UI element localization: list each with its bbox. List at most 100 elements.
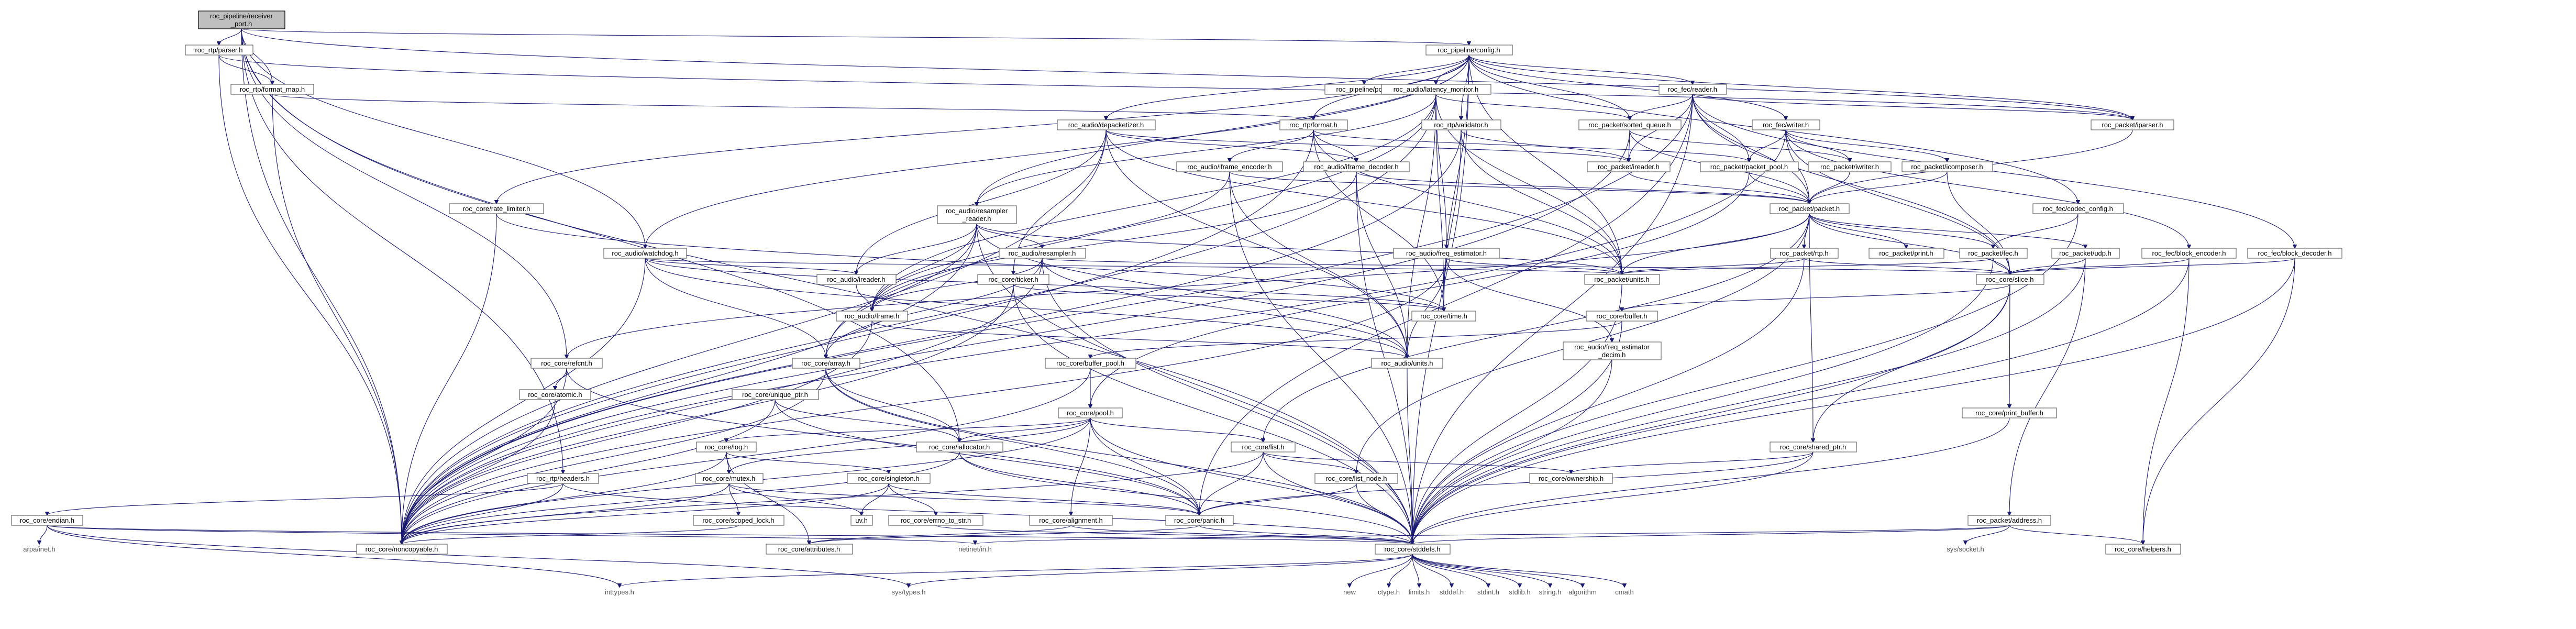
node-label: cmath [1615, 588, 1633, 596]
node-roc-core-helpers-h[interactable]: roc_core/helpers.h [2105, 544, 2181, 555]
node-roc-audio-resampler-reader-h[interactable]: roc_audio/resampler_reader.h [937, 205, 1017, 224]
edge-roc-core-pool-h-to-roc-core-stddefs-h [1090, 417, 1412, 544]
node-box [1770, 248, 1839, 259]
node-roc-audio-resampler-h[interactable]: roc_audio/resampler.h [999, 248, 1086, 259]
node-roc-core-buffer-h[interactable]: roc_core/buffer.h [1586, 311, 1658, 322]
node-roc-audio-ireader-h[interactable]: roc_audio/ireader.h [816, 274, 897, 285]
node-roc-audio-freq-estimator-h[interactable]: roc_audio/freq_estimator.h [1393, 248, 1500, 259]
node-roc-audio-iframe-decoder-h[interactable]: roc_audio/iframe_decoder.h [1303, 161, 1410, 172]
node-roc-core-panic-h[interactable]: roc_core/panic.h [1165, 515, 1234, 526]
edge-roc-fec-reader-h-to-roc-fec-block-decoder-h [1692, 94, 2295, 248]
node-roc-core-pool-h[interactable]: roc_core/pool.h [1058, 407, 1123, 418]
node-label: _port.h [230, 20, 252, 28]
node-roc-audio-depacketizer-h[interactable]: roc_audio/depacketizer.h [1057, 119, 1156, 130]
node-label: netinet/in.h [958, 545, 992, 553]
edge-roc-audio-resampler-h-to-roc-core-noncopyable-h [402, 258, 1043, 544]
node-roc-core-singleton-h[interactable]: roc_core/singleton.h [847, 473, 931, 484]
node-roc-audio-freq-estimator-decim-h[interactable]: roc_audio/freq_estimator_decim.h [1563, 341, 1662, 360]
node-roc-packet-iwriter-h[interactable]: roc_packet/iwriter.h [1808, 161, 1892, 172]
node-roc-packet-address-h[interactable]: roc_packet/address.h [1967, 515, 2051, 526]
edge-roc-packet-packet-h-to-roc-packet-units-h [1622, 213, 1810, 274]
node-roc-rtp-format-h[interactable]: roc_rtp/format.h [1279, 119, 1348, 130]
node-roc-rtp-parser-h[interactable]: roc_rtp/parser.h [185, 45, 253, 56]
node-box [2105, 544, 2181, 555]
node-roc-packet-icomposer-h[interactable]: roc_packet/icomposer.h [1901, 161, 1993, 172]
node-roc-core-errno-to-str-h[interactable]: roc_core/errno_to_str.h [888, 515, 983, 526]
node-roc-core-noncopyable-h[interactable]: roc_core/noncopyable.h [356, 544, 448, 555]
file-nodes: roc_pipeline/receiver_port.h roc_rtp/pars… [11, 10, 2342, 596]
node-roc-packet-fec-h[interactable]: roc_packet/fec.h [1959, 248, 2028, 259]
node-roc-fec-writer-h[interactable]: roc_fec/writer.h [1752, 119, 1820, 130]
node-roc-core-print-buffer-h[interactable]: roc_core/print_buffer.h [1962, 407, 2057, 418]
node-roc-packet-rtp-h[interactable]: roc_packet/rtp.h [1770, 248, 1839, 259]
node-roc-packet-ireader-h[interactable]: roc_packet/ireader.h [1587, 161, 1671, 172]
node-label: roc_audio/freq_estimator.h [1406, 249, 1487, 257]
edge-roc-packet-udp-h-to-roc-packet-address-h [2009, 258, 2086, 515]
node-roc-core-ticker-h[interactable]: roc_core/ticker.h [977, 274, 1049, 285]
node-roc-core-buffer-pool-h[interactable]: roc_core/buffer_pool.h [1045, 358, 1136, 369]
node-box [1411, 311, 1476, 322]
node-roc-fec-codec-config-h[interactable]: roc_fec/codec_config.h [2032, 203, 2124, 214]
node-roc-core-alignment-h[interactable]: roc_core/alignment.h [1029, 515, 1113, 526]
node-roc-core-shared-ptr-h[interactable]: roc_core/shared_ptr.h [1770, 442, 1857, 453]
edge-roc-rtp-format-h-to-roc-packet-units-h [1313, 129, 1622, 274]
node-roc-audio-watchdog-h[interactable]: roc_audio/watchdog.h [603, 248, 687, 259]
node-roc-rtp-validator-h[interactable]: roc_rtp/validator.h [1421, 119, 1501, 130]
node-roc-core-ownership-h[interactable]: roc_core/ownership.h [1529, 473, 1613, 484]
node-roc-rtp-headers-h[interactable]: roc_rtp/headers.h [527, 473, 599, 484]
node-roc-core-refcnt-h[interactable]: roc_core/refcnt.h [530, 358, 603, 369]
node-roc-core-slice-h[interactable]: roc_core/slice.h [1976, 274, 2044, 285]
node-roc-core-endian-h[interactable]: roc_core/endian.h [11, 515, 83, 526]
node-roc-core-scoped-lock-h[interactable]: roc_core/scoped_lock.h [693, 515, 784, 526]
node-roc-rtp-format-map-h[interactable]: roc_rtp/format_map.h [230, 84, 314, 95]
node-roc-core-list-node-h[interactable]: roc_core/list_node.h [1314, 473, 1398, 484]
node-label: roc_core/time.h [1420, 312, 1467, 320]
node-roc-core-iallocator-h[interactable]: roc_core/iallocator.h [916, 442, 1003, 453]
node-roc-audio-units-h[interactable]: roc_audio/units.h [1371, 358, 1443, 369]
edge-roc-rtp-validator-h-to-roc-core-time-h [1444, 129, 1462, 311]
node-roc-core-atomic-h[interactable]: roc_core/atomic.h [519, 389, 591, 400]
edge-roc-core-log-h-to-roc-core-noncopyable-h [402, 451, 727, 544]
edge-roc-core-refcnt-h-to-roc-core-noncopyable-h [402, 368, 567, 544]
node-label: roc_core/ticker.h [988, 275, 1038, 283]
node-roc-pipeline-receiver-port-h[interactable]: roc_pipeline/receiver_port.h [198, 10, 285, 29]
node-roc-core-attributes-h[interactable]: roc_core/attributes.h [766, 544, 853, 555]
node-stdint-h: stdint.h [1477, 588, 1499, 596]
edge-roc-core-iallocator-h-to-roc-core-noncopyable-h [402, 451, 960, 544]
node-roc-pipeline-config-h[interactable]: roc_pipeline/config.h [1425, 45, 1513, 56]
node-roc-core-time-h[interactable]: roc_core/time.h [1411, 311, 1476, 322]
edge-roc-rtp-parser-h-to-roc-core-noncopyable-h [218, 54, 402, 544]
node-roc-audio-iframe-encoder-h[interactable]: roc_audio/iframe_encoder.h [1176, 161, 1283, 172]
node-roc-core-rate-limiter-h[interactable]: roc_core/rate_limiter.h [449, 203, 544, 214]
node-roc-packet-packet-h[interactable]: roc_packet/packet.h [1770, 203, 1850, 214]
node-roc-packet-units-h[interactable]: roc_packet/units.h [1584, 274, 1660, 285]
node-label: roc_core/noncopyable.h [366, 545, 438, 553]
edge-roc-pipeline-config-h-to-roc-fec-reader-h [1468, 54, 1693, 84]
node-roc-core-list-h[interactable]: roc_core/list.h [1231, 442, 1296, 453]
node-roc-packet-print-h[interactable]: roc_packet/print.h [1869, 248, 1944, 259]
node-roc-core-array-h[interactable]: roc_core/array.h [792, 358, 860, 369]
node-roc-fec-block-decoder-h[interactable]: roc_fec/block_decoder.h [2247, 248, 2342, 259]
node-roc-core-log-h[interactable]: roc_core/log.h [696, 442, 757, 453]
node-roc-fec-block-encoder-h[interactable]: roc_fec/block_encoder.h [2141, 248, 2237, 259]
edge-roc-core-alignment-h-to-roc-core-stddefs-h [1070, 525, 1412, 544]
edge-roc-audio-resampler-reader-h-to-roc-core-noncopyable-h [402, 223, 977, 544]
node-label: roc_core/pool.h [1067, 409, 1114, 417]
node-roc-core-mutex-h[interactable]: roc_core/mutex.h [695, 473, 764, 484]
node-label: stdint.h [1477, 588, 1499, 596]
edge-roc-packet-fec-h-to-roc-core-stddefs-h [1412, 258, 1994, 544]
node-roc-core-unique-ptr-h[interactable]: roc_core/unique_ptr.h [732, 389, 819, 400]
node-roc-packet-iparser-h[interactable]: roc_packet/iparser.h [2091, 119, 2174, 130]
node-roc-packet-udp-h[interactable]: roc_packet/udp.h [2051, 248, 2120, 259]
node-roc-core-stddefs-h[interactable]: roc_core/stddefs.h [1375, 544, 1451, 555]
edge-roc-fec-codec-config-h-to-roc-core-stddefs-h [1412, 213, 2079, 544]
node-roc-packet-packet-pool-h[interactable]: roc_packet/packet_pool.h [1700, 161, 1799, 172]
node-roc-fec-reader-h[interactable]: roc_fec/reader.h [1659, 84, 1727, 95]
edge-roc-audio-latency-monitor-h-to-roc-packet-sorted-queue-h [1435, 94, 1630, 120]
node-uv-h[interactable]: uv.h [850, 515, 873, 526]
node-box [1231, 442, 1296, 453]
node-roc-packet-sorted-queue-h[interactable]: roc_packet/sorted_queue.h [1578, 119, 1682, 130]
node-roc-audio-latency-monitor-h[interactable]: roc_audio/latency_monitor.h [1381, 84, 1491, 95]
node-roc-audio-frame-h[interactable]: roc_audio/frame.h [836, 311, 908, 322]
edge-roc-packet-ireader-h-to-roc-packet-packet-h [1628, 171, 1809, 204]
